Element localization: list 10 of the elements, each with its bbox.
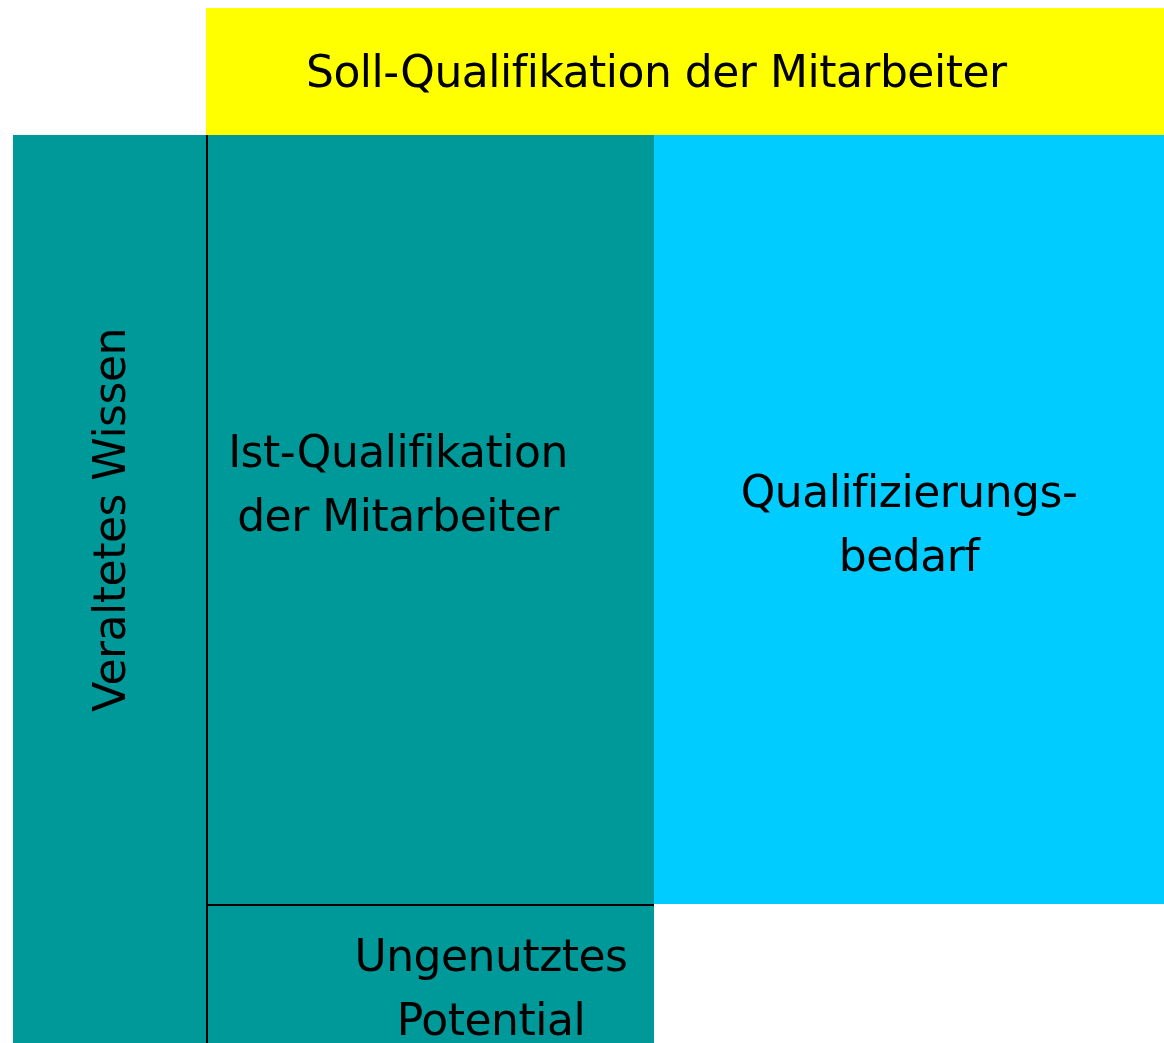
current-qualification-area [206,135,654,904]
heading-band [206,8,1164,135]
heading: Soll-Qualifikation der Mitarbeiter [306,44,1007,99]
area-label: Veraltetes Wissen [82,327,136,712]
area-label: Ungenutztes Potential [353,929,629,1043]
area-label: Ist-Qualifikation der Mitarbeiter [227,425,569,543]
qualification-need-area [654,135,1164,904]
unused-potential-area [206,904,654,1043]
area-label: Qualifizierungs- bedarf [739,465,1079,583]
side-column [13,135,206,904]
